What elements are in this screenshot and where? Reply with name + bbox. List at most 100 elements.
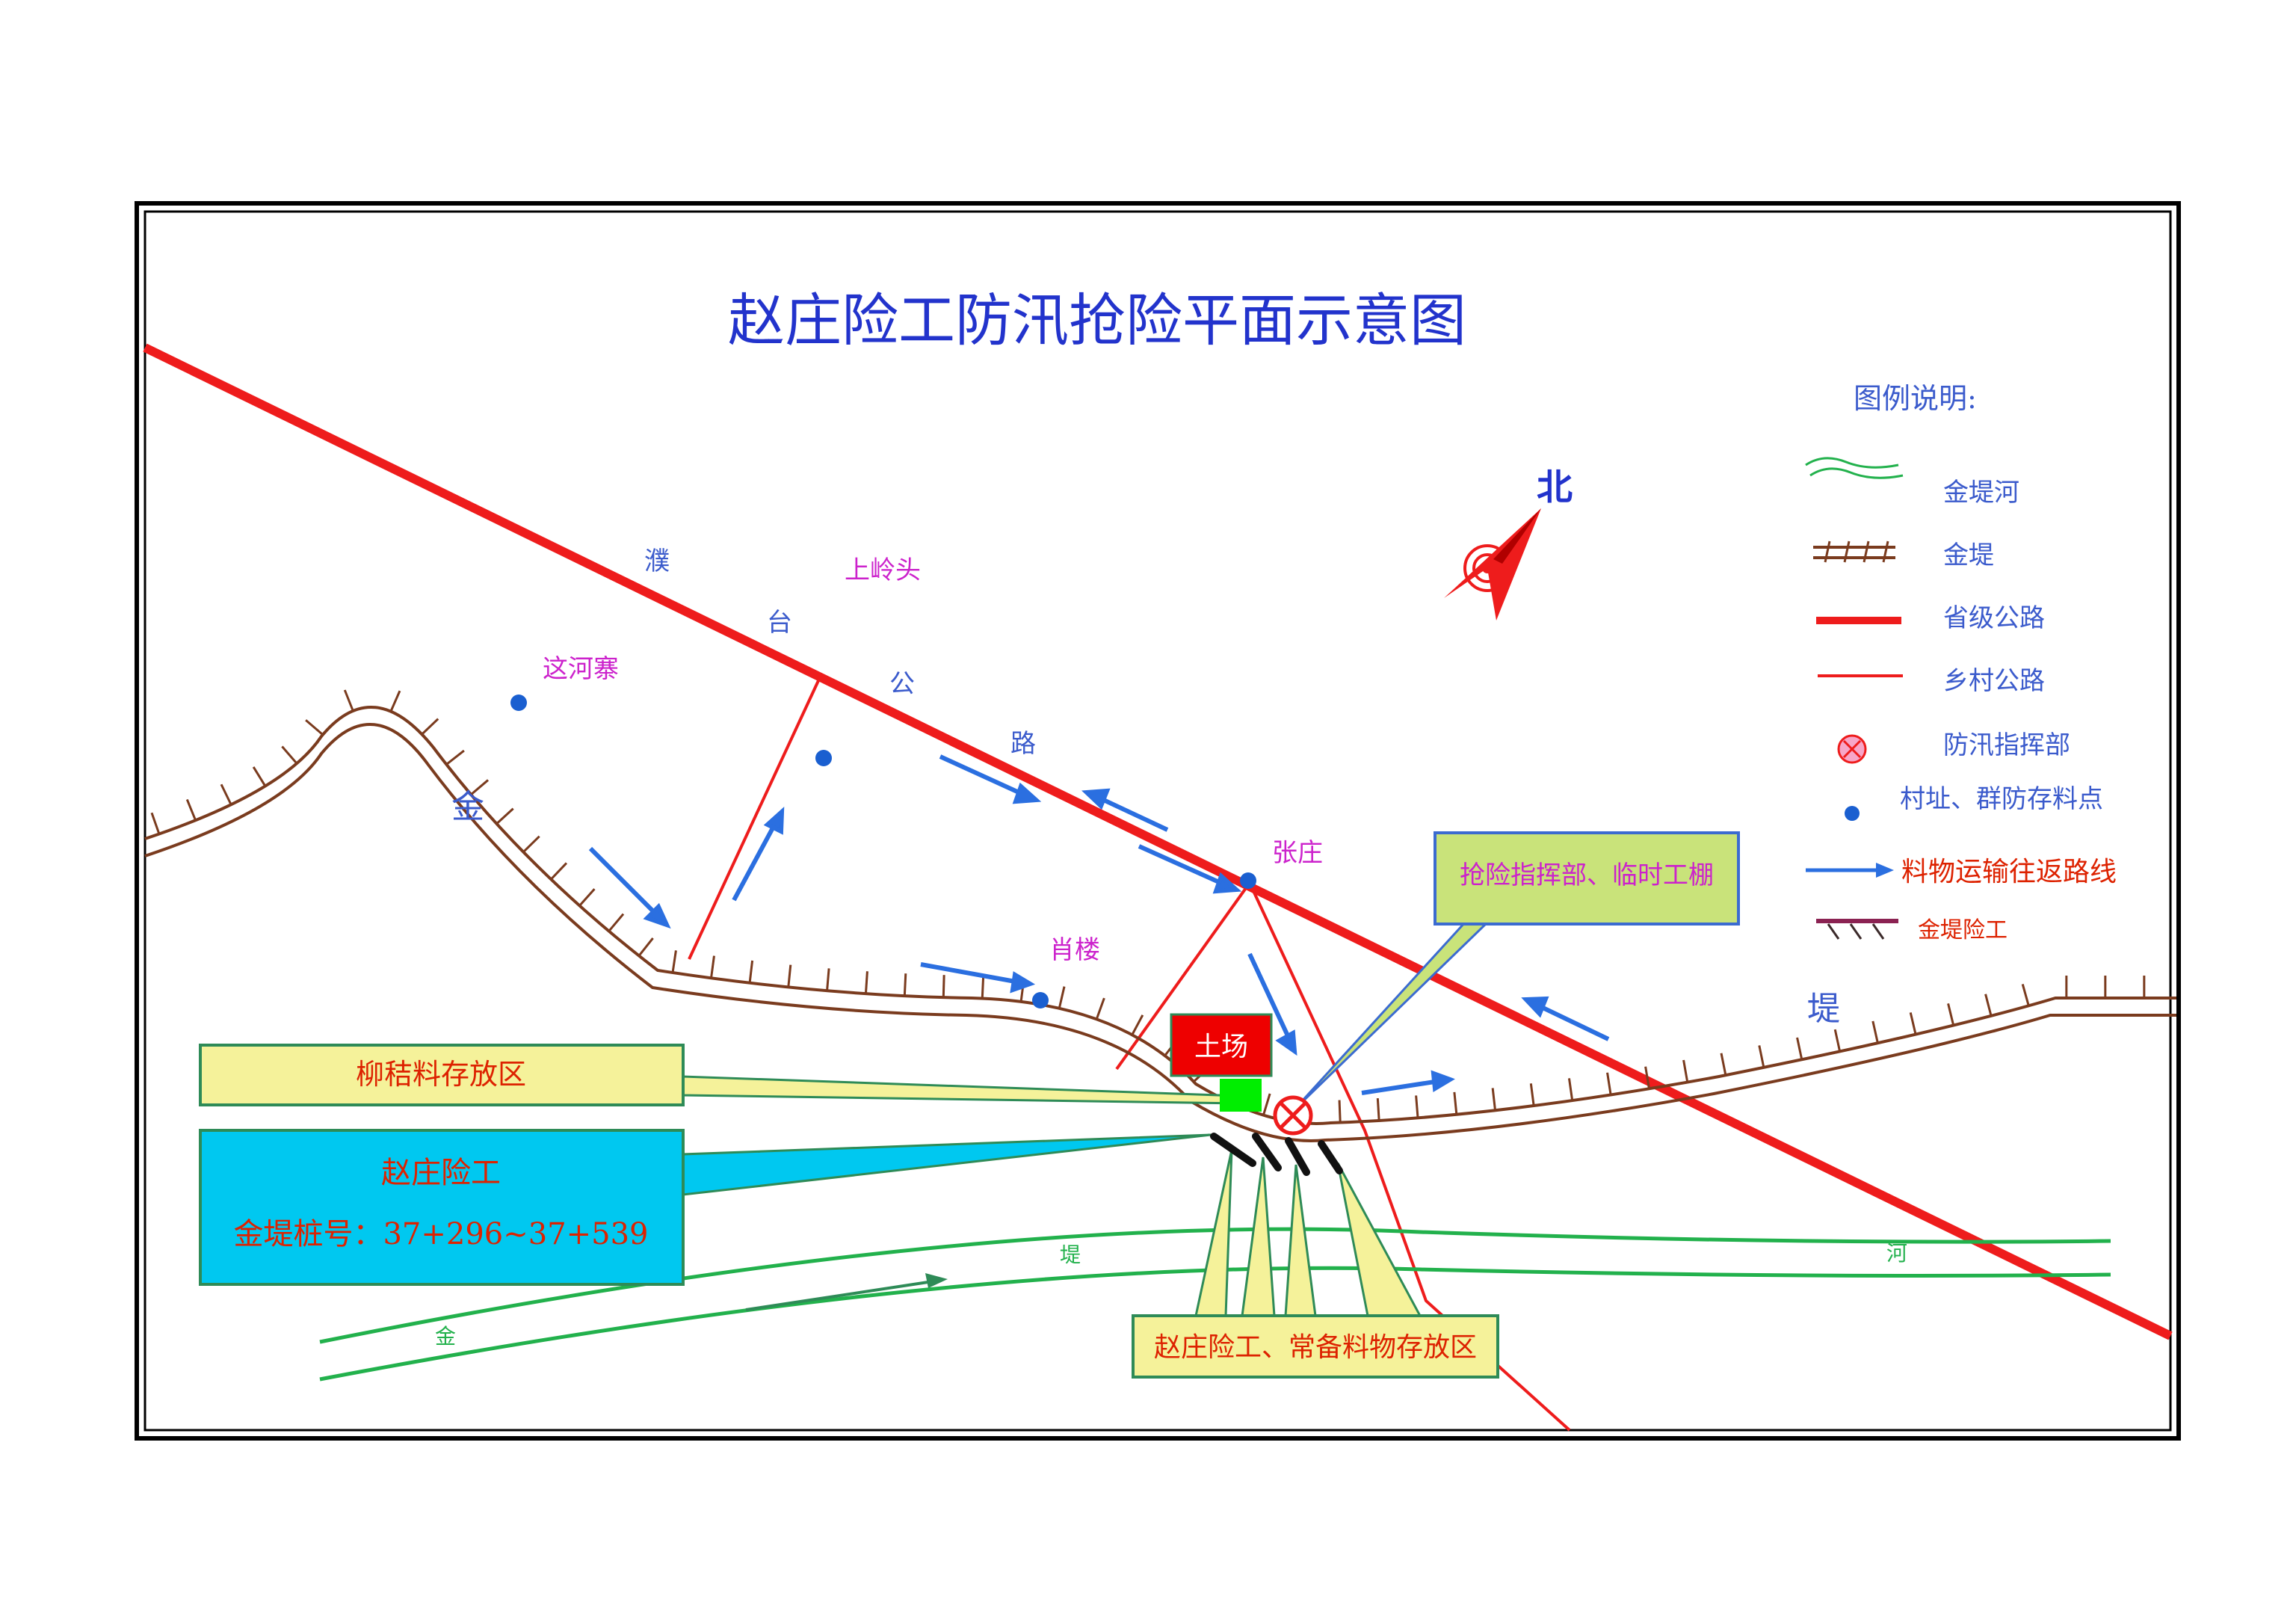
village-point-zhangzhuang [1240,872,1256,889]
village-label-zhehezhai: 这河寨 [543,654,619,684]
dike-hatch-tick [638,937,654,957]
village-label-xiaolou: 肖楼 [1049,935,1100,965]
dike-hatch-tick [185,798,197,821]
transport-arrow-6 [920,962,1020,985]
transport-routes [588,754,1610,1095]
river-flow-arrowhead [925,1273,948,1288]
willow-storage-square [1220,1079,1262,1112]
provincial-road [143,343,2173,1340]
dike-hatch-tick [1415,1095,1419,1118]
dike-hatch-tick [1529,1083,1535,1106]
road-label-pu: 濮 [644,546,670,576]
dike-hatch-tick [252,766,267,787]
dike-hatch-tick [1131,1014,1144,1035]
soil-field-box [1170,1013,1273,1077]
legend: 图例说明: 金堤河 金堤 省级公路 乡村公路 防汛指挥部 村址、群防存料点 [1805,382,2117,943]
transport-arrow-9 [1535,1003,1610,1041]
north-arrow [1444,508,1541,620]
dike-hatch-tick [1338,1100,1342,1123]
dike-line-icon [1813,541,1895,563]
dike-hatch-tick [1262,1093,1271,1116]
transport-arrow-3 [939,754,1027,798]
river-flow-arrow [745,1279,939,1311]
dike-hatch-tick [1058,986,1066,1009]
dike-hatch-tick [578,888,596,907]
dike-hatch-tick [903,973,907,997]
dike-hatch-tick [710,955,715,979]
willow-callout-text: 柳秸料存放区 [356,1058,526,1091]
materials-callout-box [1132,1314,1499,1379]
dike-hatch-tick [671,950,677,973]
dike-hatch-tick [981,976,985,999]
dike-hatch-tick [748,960,754,983]
legend-label-provincial-road: 省级公路 [1943,603,2045,633]
dike-hatch-tick [1947,1003,1955,1026]
dike-hatch-tick [1720,1053,1727,1076]
dike-hatch-tick [1833,1029,1842,1052]
dike-hatch-tick [2021,984,2030,1006]
jindi-dike [144,705,2176,1142]
map-frame-outer [135,201,2181,1441]
transport-arrow-5 [1138,844,1227,887]
materials-callout-text: 赵庄险工、常备料物存放区 [1154,1332,1477,1363]
village-point-shanglingtou [815,750,832,766]
command-callout-box [1434,831,1740,926]
village-point-xiaolou [1032,992,1049,1008]
legend-label-dike-works: 金堤险工 [1918,917,2008,943]
flood-command-icon [1273,1095,1313,1136]
dike-hatch-tick [1758,1045,1765,1068]
dike-works-icon [1816,919,1898,940]
dike-works-marks [1210,1133,1343,1176]
dike-hatch-tick [1095,997,1105,1020]
dike-hatch-tick [787,964,792,988]
dike-hatch-tick [550,862,568,881]
dike-hatch-tick [522,835,540,853]
transport-arrow-1 [588,846,660,918]
dike-label-di: 堤 [1807,990,1840,1028]
legend-label-transport: 料物运输往返路线 [1901,857,2117,887]
dike-hatch-tick [496,807,514,825]
dike-hatch-ticks [150,689,2146,1124]
dike-hatch-tick [1567,1078,1574,1101]
river-label-he: 河 [1886,1241,1907,1266]
dike-hatch-tick [1871,1020,1879,1044]
transport-arrow-7 [1247,952,1292,1042]
command-callout-text: 抢险指挥部、临时工棚 [1460,860,1714,890]
dike-hatch-tick [1909,1012,1917,1035]
dike-hatch-tick [220,783,232,805]
village-label-shanglingtou: 上岭头 [845,555,921,585]
dike-hatch-tick [281,745,298,765]
north-label: 北 [1537,466,1573,508]
works-callout-stake: 金堤桩号：37+296~37+539 [233,1217,648,1251]
river-label-jin: 金 [435,1324,456,1349]
legend-label-river: 金堤河 [1943,478,2019,508]
willow-callout-pointer [682,1075,1242,1105]
works-callout-title: 赵庄险工 [381,1156,501,1190]
dike-hatch-tick [608,913,625,932]
dike-hatch-tick [864,971,868,994]
village-point-icon [1845,806,1860,821]
village-road-north [688,675,822,960]
works-callout-pointer [682,1133,1212,1196]
dike-hatch-tick [1606,1072,1612,1095]
dike-hatch-tick [942,975,945,998]
dike-hatch-tick [1491,1088,1497,1111]
village-point-zhehezhai [510,695,527,711]
dike-hatch-tick [305,719,324,736]
dike-label-jin: 金 [451,788,484,826]
legend-label-command: 防汛指挥部 [1943,730,2070,760]
river-line-icon [1805,457,1904,479]
dike-hatch-tick [421,718,439,736]
dike-hatch-tick [470,779,490,795]
flood-command-legend-icon [1837,734,1867,764]
dike-hatch-tick [1796,1037,1803,1060]
road-label-gong: 公 [889,669,915,699]
dike-hatch-tick [445,749,465,766]
legend-label-dike: 金堤 [1943,541,1994,570]
legend-title: 图例说明: [1854,382,1977,415]
transport-arrow-8 [1361,1079,1440,1095]
map-title: 赵庄险工防汛抢险平面示意图 [728,287,1466,354]
road-label-lu: 路 [1010,729,1036,759]
dike-hatch-tick [1682,1059,1689,1082]
